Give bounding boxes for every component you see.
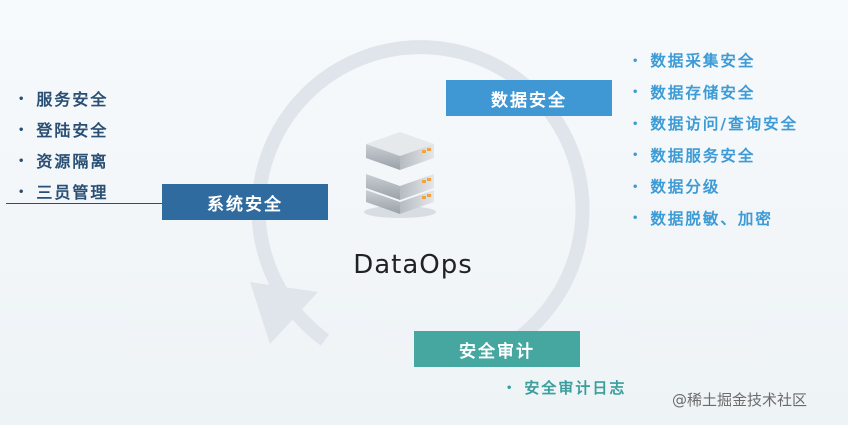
data-security-tag: 数据安全 — [446, 80, 612, 116]
list-item: •资源隔离 — [18, 151, 109, 171]
server-stack-icon — [364, 132, 436, 218]
list-item: •数据分级 — [632, 178, 721, 196]
list-item: •数据脱敏、加密 — [632, 209, 773, 228]
data-security-list: •数据采集安全 •数据存储安全 •数据访问/查询安全 •数据服务安全 •数据分级… — [632, 46, 798, 235]
list-item: •登陆安全 — [18, 120, 109, 140]
system-security-list: •服务安全 •登陆安全 •资源隔离 •三员管理 — [18, 84, 108, 208]
list-item: •服务安全 — [18, 89, 109, 109]
list-item: •数据采集安全 — [632, 52, 756, 70]
list-item: •数据服务安全 — [632, 146, 756, 165]
watermark: @稀土掘金技术社区 — [672, 391, 808, 409]
list-item: •数据访问/查询安全 — [632, 115, 799, 133]
center-title: DataOps — [353, 250, 473, 280]
system-security-tag: 系统安全 — [162, 184, 328, 220]
security-audit-list: •安全审计日志 — [506, 381, 626, 396]
cycle-ring — [251, 40, 590, 360]
security-audit-tag: 安全审计 — [414, 331, 580, 367]
list-item: •数据存储安全 — [632, 83, 756, 102]
leader-line — [6, 203, 162, 204]
cycle-arrowhead — [250, 282, 318, 344]
list-item: •三员管理 — [18, 182, 109, 202]
list-item: •安全审计日志 — [506, 379, 627, 397]
